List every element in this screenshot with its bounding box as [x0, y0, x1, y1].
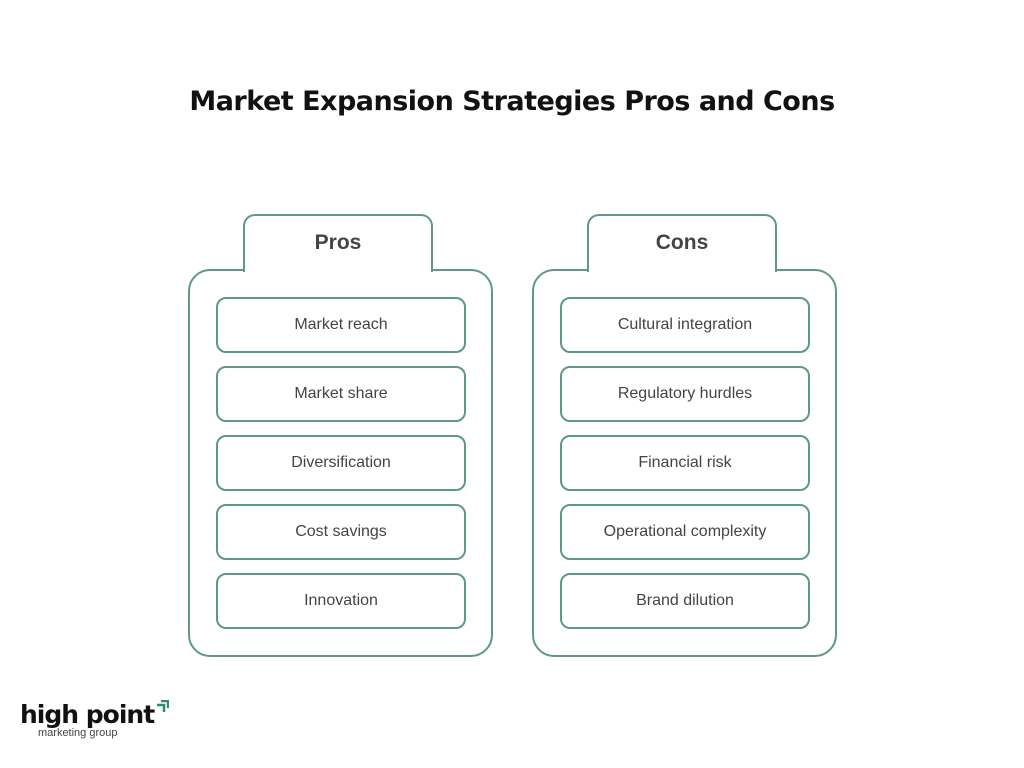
cons-header: Cons	[587, 214, 777, 272]
page-title: Market Expansion Strategies Pros and Con…	[189, 86, 835, 117]
cons-item: Cultural integration	[560, 297, 810, 353]
pros-item: Market reach	[216, 297, 466, 353]
pros-header: Pros	[243, 214, 433, 272]
cons-panel: Cultural integration Regulatory hurdles …	[532, 269, 837, 657]
cons-item: Brand dilution	[560, 573, 810, 629]
arrow-up-right-icon	[157, 699, 170, 712]
pros-item: Innovation	[216, 573, 466, 629]
logo-tagline: marketing group	[38, 727, 118, 739]
pros-item: Market share	[216, 366, 466, 422]
logo: high point marketing group	[20, 699, 170, 739]
cons-item: Financial risk	[560, 435, 810, 491]
cons-item: Operational complexity	[560, 504, 810, 560]
pros-panel: Market reach Market share Diversificatio…	[188, 269, 493, 657]
pros-item: Cost savings	[216, 504, 466, 560]
cons-item: Regulatory hurdles	[560, 366, 810, 422]
logo-name: high point	[20, 700, 155, 729]
pros-item: Diversification	[216, 435, 466, 491]
